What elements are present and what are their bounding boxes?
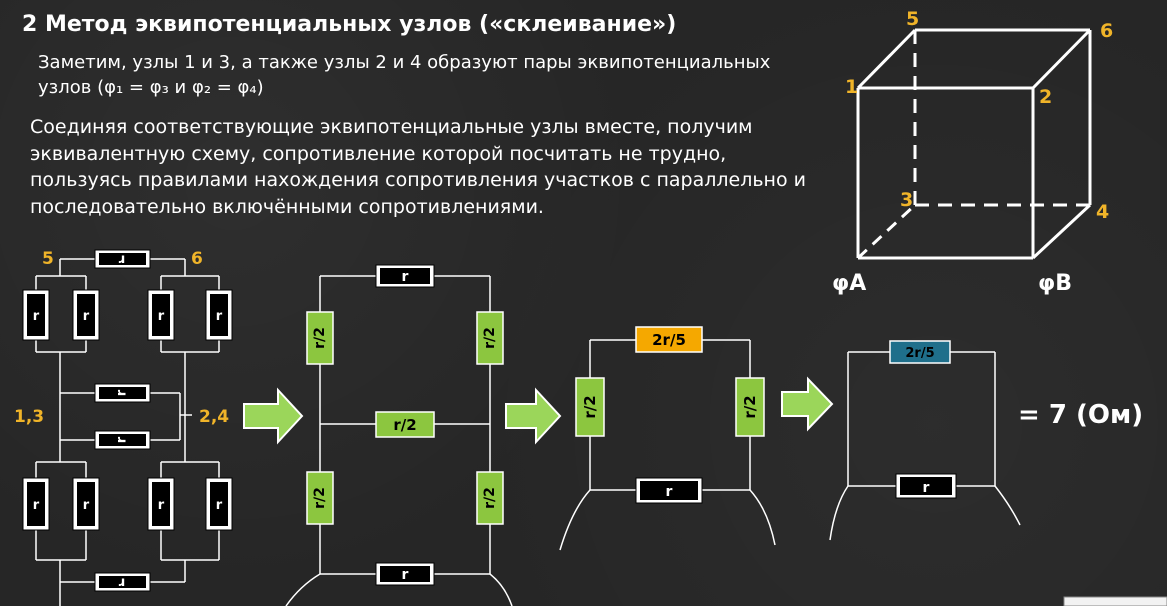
node-label: 6 bbox=[191, 249, 203, 269]
wire bbox=[319, 275, 491, 575]
resistor-label: 2r/5 bbox=[905, 346, 934, 361]
arrow-right-icon bbox=[781, 376, 834, 432]
resistor bbox=[889, 340, 951, 364]
resistor-label: r bbox=[666, 484, 673, 500]
resistor bbox=[476, 471, 504, 525]
wire bbox=[160, 259, 220, 462]
resistor-label: r bbox=[158, 309, 165, 324]
wire bbox=[59, 581, 185, 606]
resistor-body bbox=[27, 482, 45, 526]
cube-diagram: 5 6 1 2 3 4 φA φB bbox=[832, 8, 1113, 296]
circuit-step-2: r r/2 r/2 r/2 r/2 r/2 r bbox=[285, 264, 513, 606]
resistor-body bbox=[77, 482, 95, 526]
resistor-body bbox=[210, 294, 228, 336]
resistor-label: r bbox=[33, 498, 40, 513]
resistor-label: r bbox=[216, 498, 223, 513]
resistor-body bbox=[99, 387, 146, 399]
resistor-label: r/2 bbox=[741, 395, 759, 418]
cube-node-label: 2 bbox=[1039, 86, 1052, 108]
resistor-body bbox=[99, 434, 146, 446]
resistor bbox=[476, 311, 504, 365]
cube-node-label: 5 bbox=[906, 8, 919, 30]
wire bbox=[35, 461, 87, 582]
arrow-right-icon bbox=[505, 387, 562, 445]
wire bbox=[589, 339, 751, 491]
resistor bbox=[635, 326, 703, 353]
resistor-label: r bbox=[402, 269, 409, 285]
intro-text: Заметим, узлы 1 и 3, а также узлы 2 и 4 … bbox=[38, 52, 771, 98]
phi-b-label: φB bbox=[1038, 271, 1072, 296]
resistor bbox=[306, 471, 334, 525]
slide-control[interactable] bbox=[1063, 596, 1167, 606]
resistor-label: r/2 bbox=[581, 395, 599, 418]
resistor bbox=[375, 411, 435, 438]
resistor-label: r/2 bbox=[482, 327, 498, 349]
cube-edge bbox=[1031, 203, 1092, 260]
resistor-body bbox=[152, 482, 170, 526]
resistor-label: r bbox=[402, 567, 409, 583]
resistor-body bbox=[380, 268, 430, 284]
body-text: Соединяя соответствующие эквипотенциальн… bbox=[30, 116, 806, 218]
resistor-body bbox=[900, 477, 952, 495]
resistor-label: r bbox=[158, 498, 165, 513]
resistor-label: 2r/5 bbox=[652, 331, 686, 349]
phi-a-label: φA bbox=[832, 271, 866, 296]
resistor-label: r/2 bbox=[393, 416, 416, 434]
node-label: 2,4 bbox=[199, 407, 229, 427]
resistor-body bbox=[99, 253, 146, 265]
result-text: = 7 (Ом) bbox=[1018, 400, 1143, 430]
resistor bbox=[306, 311, 334, 365]
resistor bbox=[735, 377, 765, 437]
resistor bbox=[575, 377, 605, 437]
resistor-body bbox=[152, 294, 170, 336]
resistor-label: r bbox=[83, 309, 90, 324]
cube-node-label: 6 bbox=[1100, 20, 1113, 42]
cube-edge bbox=[1031, 28, 1092, 90]
wire bbox=[35, 259, 87, 462]
slide-title: 2 Метод эквипотенциальных узлов («склеив… bbox=[22, 12, 677, 37]
circuit-step-4: 2r/5 r bbox=[829, 340, 1021, 541]
wire bbox=[160, 461, 220, 582]
resistor-label: r bbox=[33, 309, 40, 324]
resistor-label: r bbox=[923, 480, 930, 496]
cube-hidden-edge bbox=[856, 203, 917, 260]
wire bbox=[847, 351, 996, 487]
cube-node-label: 4 bbox=[1096, 201, 1109, 223]
resistor-label: r bbox=[118, 575, 125, 590]
resistor-label: r bbox=[216, 309, 223, 324]
resistor-label: r/2 bbox=[312, 487, 328, 509]
resistor-body bbox=[210, 482, 228, 526]
resistor-body bbox=[99, 576, 146, 588]
resistor-label: r bbox=[115, 436, 130, 443]
wire bbox=[60, 392, 181, 441]
circuit-original: r r r r r r r r r r r r bbox=[14, 249, 233, 606]
node-label: 5 bbox=[42, 249, 54, 269]
cube-node-label: 1 bbox=[845, 76, 858, 98]
cube-node-label: 3 bbox=[900, 189, 913, 211]
resistor-label: r bbox=[115, 389, 130, 396]
resistor-label: r bbox=[83, 498, 90, 513]
wire bbox=[829, 485, 1021, 541]
resistor-body bbox=[640, 481, 698, 500]
circuit-step-3: 2r/5 r/2 r/2 r bbox=[559, 326, 776, 551]
wire bbox=[285, 573, 513, 606]
arrow-right-icon bbox=[243, 387, 304, 445]
resistor-label: r bbox=[118, 252, 125, 267]
node-label: 1,3 bbox=[14, 407, 44, 427]
resistor-label: r/2 bbox=[482, 487, 498, 509]
wire bbox=[559, 489, 776, 551]
resistor-body bbox=[77, 294, 95, 336]
cube-edge bbox=[856, 28, 917, 90]
resistor-body bbox=[380, 566, 430, 582]
resistor-body bbox=[27, 294, 45, 336]
resistor-label: r/2 bbox=[312, 327, 328, 349]
